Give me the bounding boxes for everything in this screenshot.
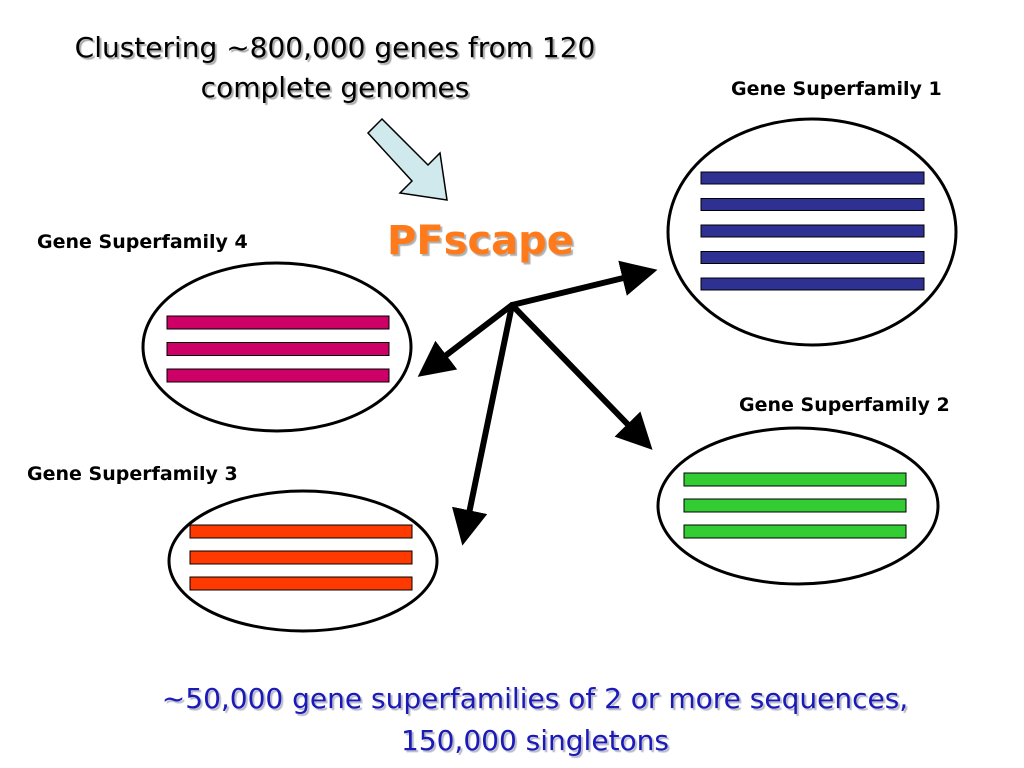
- superfamily-4-cluster: [141, 261, 413, 433]
- gene-bar: [683, 472, 907, 487]
- title-line-2: complete genomes: [200, 71, 470, 104]
- input-arrow: [366, 117, 448, 201]
- superfamily-3-cluster: [167, 489, 439, 633]
- pfscape-label: PFscape: [387, 218, 574, 264]
- gene-bar: [700, 277, 925, 291]
- superfamily-1-bars: [700, 171, 925, 291]
- footer-line-1: ~50,000 gene superfamilies of 2 or more …: [161, 682, 909, 715]
- gene-bar: [189, 576, 413, 591]
- branch-arrows: [417, 260, 658, 546]
- gene-bar: [700, 198, 925, 211]
- gene-bar: [189, 550, 413, 565]
- gene-bar: [700, 224, 925, 238]
- superfamily-2-bars: [683, 472, 907, 539]
- footer-summary: ~50,000 gene superfamilies of 2 or more …: [0, 678, 1024, 762]
- gene-bar: [166, 368, 390, 383]
- arrow-to-superfamily-1: [509, 260, 658, 308]
- arrow-to-superfamily-4: [417, 302, 515, 377]
- gene-bar: [166, 342, 390, 356]
- arrow-to-superfamily-2: [509, 302, 653, 450]
- superfamily-3-bars: [189, 524, 413, 591]
- superfamily-3-label: Gene Superfamily 3: [27, 463, 238, 485]
- arrow-to-superfamily-3: [452, 302, 515, 546]
- superfamily-4-label: Gene Superfamily 4: [37, 231, 248, 253]
- superfamily-2-cluster: [656, 426, 940, 586]
- gene-bar: [683, 524, 907, 539]
- gene-bar: [189, 524, 413, 539]
- slide-title: Clustering ~800,000 genes from 120 compl…: [10, 28, 660, 108]
- superfamily-1-cluster: [666, 117, 958, 347]
- footer-line-2: 150,000 singletons: [400, 724, 670, 757]
- gene-bar: [166, 315, 390, 330]
- superfamily-4-bars: [166, 315, 390, 383]
- gene-bar: [683, 498, 907, 513]
- superfamily-2-label: Gene Superfamily 2: [739, 394, 950, 416]
- gene-bar: [700, 171, 925, 185]
- gene-bar: [700, 251, 925, 264]
- superfamily-1-label: Gene Superfamily 1: [731, 78, 942, 100]
- title-line-1: Clustering ~800,000 genes from 120: [74, 31, 596, 64]
